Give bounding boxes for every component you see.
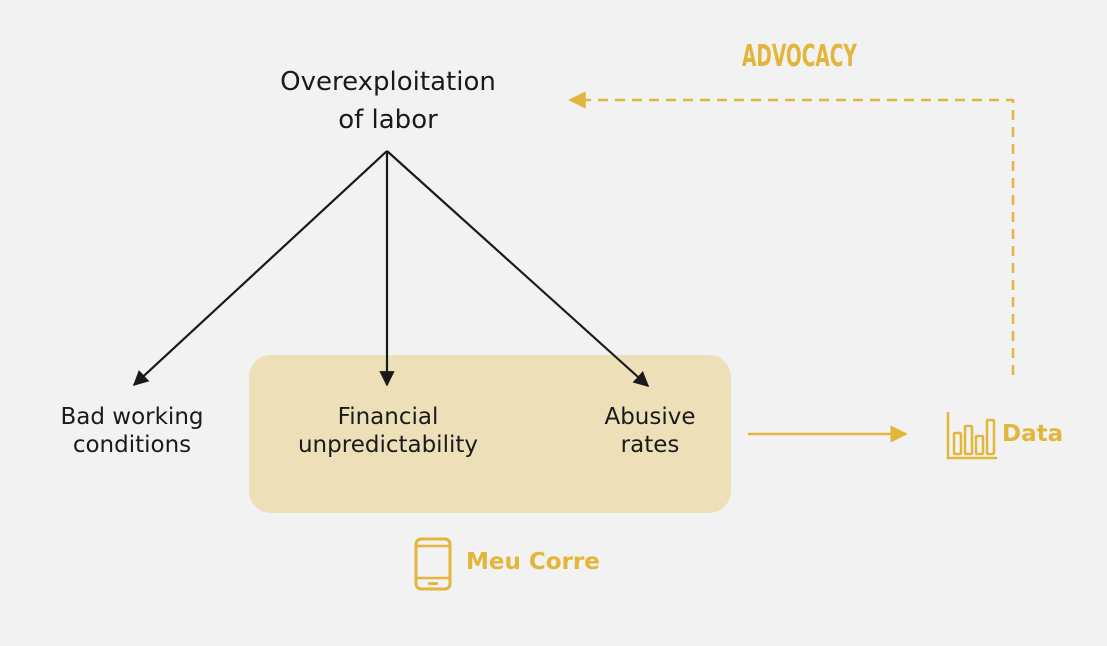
meu-corre-label: Meu Corre bbox=[466, 549, 600, 575]
node-financial-line-1: Financial bbox=[337, 404, 439, 430]
node-root-line-1: Overexploitation bbox=[280, 67, 496, 97]
node-abusive-line-2: rates bbox=[620, 431, 680, 458]
meu-corre-group-box bbox=[249, 355, 731, 513]
advocacy-feedback-arrow bbox=[568, 91, 1015, 375]
arrow-to-bad-working-conditions bbox=[132, 150, 388, 387]
node-bad-line-1: Bad working bbox=[60, 404, 204, 430]
node-financial-line-2: unpredictability bbox=[297, 431, 478, 458]
bar-chart-icon bbox=[946, 411, 998, 460]
arrow-to-abusive-rates bbox=[386, 150, 650, 388]
node-abusive-rates: Abusive rates bbox=[560, 404, 740, 459]
data-label: Data bbox=[1002, 421, 1064, 447]
node-financial-unpredictability: Financial unpredictability bbox=[270, 404, 506, 459]
smartphone-icon bbox=[414, 537, 452, 591]
advocacy-label: ADVOCACY bbox=[742, 39, 857, 74]
node-overexploitation-of-labor: Overexploitation of labor bbox=[238, 64, 538, 139]
node-abusive-line-1: Abusive bbox=[604, 404, 696, 430]
node-bad-line-2: conditions bbox=[72, 431, 192, 458]
node-root-line-2: of labor bbox=[338, 104, 438, 135]
node-bad-working-conditions: Bad working conditions bbox=[22, 404, 242, 459]
